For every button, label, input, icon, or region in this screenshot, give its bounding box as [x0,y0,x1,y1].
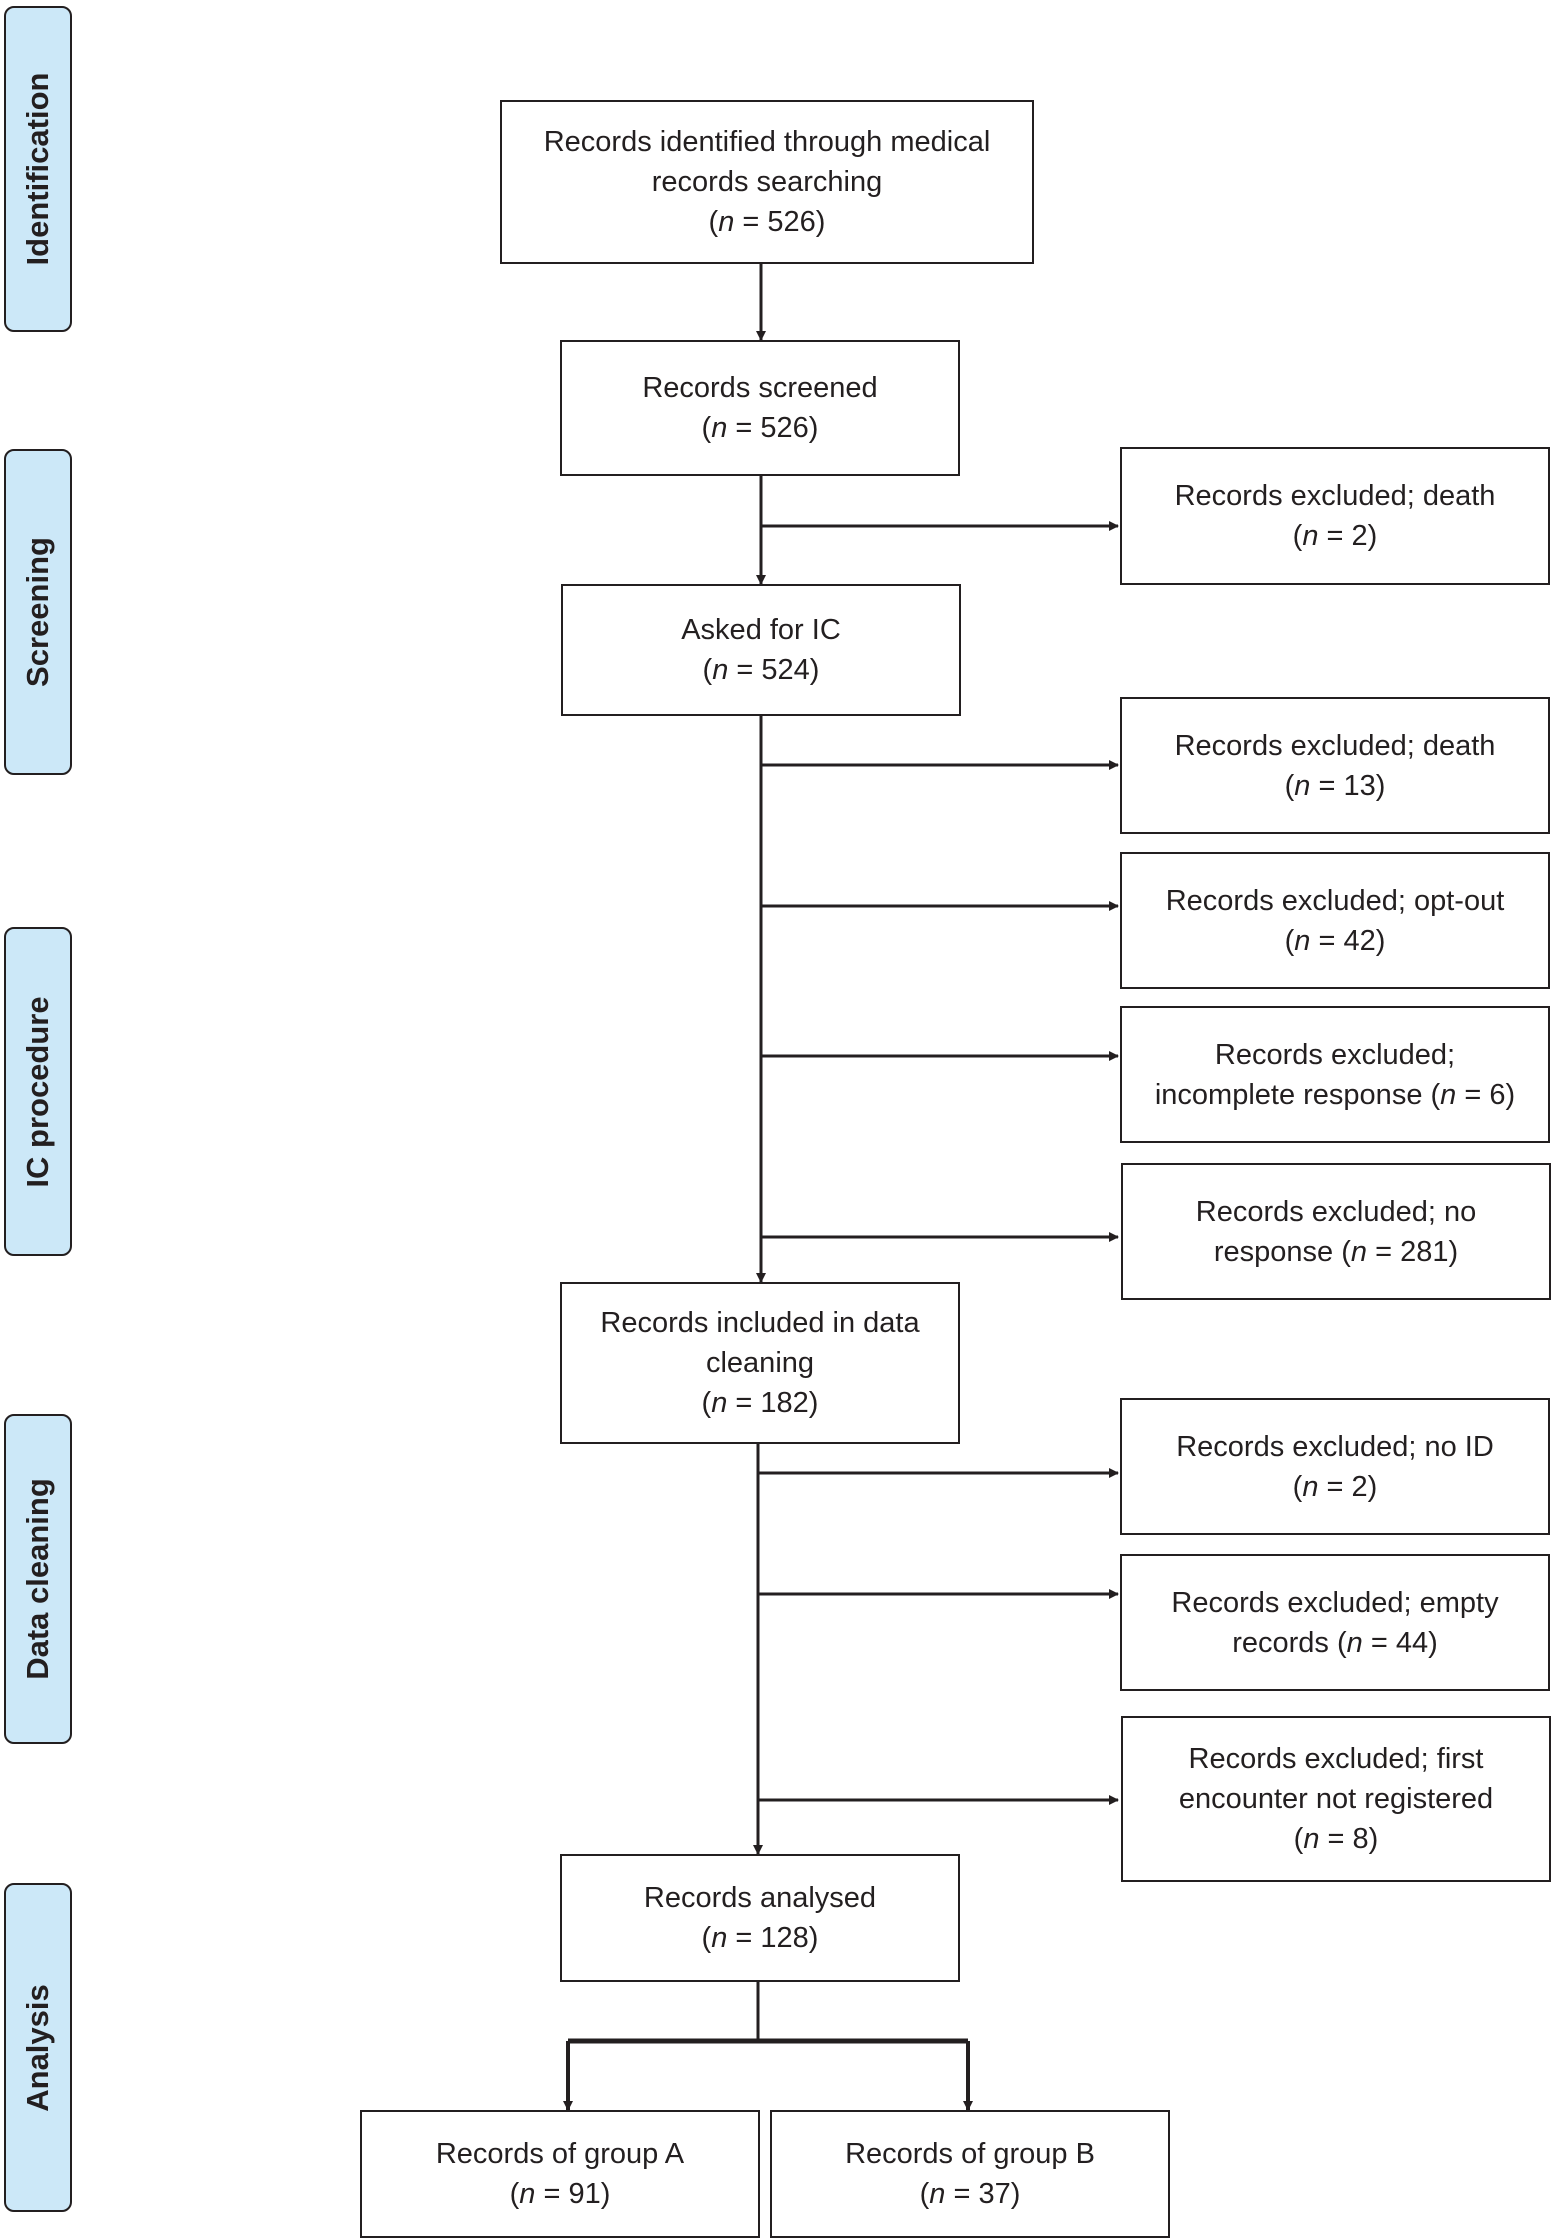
stage-data-cleaning: Data cleaning [4,1414,72,1744]
box-text: cleaning [705,1347,815,1379]
count-label: (n = 182) [701,1387,819,1419]
box-excluded-death-1: Records excluded; death (n = 2) [1120,447,1550,585]
stage-screening: Screening [4,449,72,775]
box-asked-ic: Asked for IC (n = 524) [561,584,961,716]
box-text: Records excluded; no ID [1176,1430,1494,1463]
box-excluded-death-2: Records excluded; death (n = 13) [1120,697,1550,834]
stage-label: Identification [20,72,55,266]
count-label: (n = 42) [1284,924,1386,957]
count-label: (n = 524) [702,654,820,686]
box-text: Records of group A [435,2138,685,2170]
count-label: (n = 37) [919,2178,1021,2210]
stage-label: IC procedure [20,995,55,1188]
count-label: incomplete response (n = 6) [1154,1078,1516,1111]
box-excluded-incomplete: Records excluded; incomplete response (n… [1120,1006,1550,1143]
box-text: Records excluded; death [1174,480,1496,512]
count-label: (n = 128) [701,1922,819,1954]
count-label: (n = 2) [1292,1470,1378,1503]
box-excluded-optout: Records excluded; opt-out (n = 42) [1120,852,1550,989]
box-text: records searching [651,166,883,198]
box-text: Records excluded; opt-out [1165,884,1505,917]
stage-label: Data cleaning [20,1478,55,1680]
box-excluded-noid: Records excluded; no ID (n = 2) [1120,1398,1550,1535]
count-label: (n = 91) [509,2178,611,2210]
count-label: (n = 8) [1293,1823,1379,1855]
stage-analysis: Analysis [4,1883,72,2212]
box-included-cleaning: Records included in data cleaning (n = 1… [560,1282,960,1444]
box-text: Records excluded; death [1174,729,1496,762]
box-text: Records identified through medical [543,126,991,158]
box-excluded-first-encounter: Records excluded; first encounter not re… [1121,1716,1551,1882]
box-records-identified: Records identified through medical recor… [500,100,1034,264]
box-text: Records included in data [600,1307,920,1339]
box-text: Records excluded; no [1195,1195,1477,1228]
box-excluded-empty: Records excluded; empty records (n = 44) [1120,1554,1550,1691]
box-text: Records excluded; empty [1171,1586,1499,1619]
count-label: (n = 526) [701,412,819,444]
count-label: response (n = 281) [1213,1235,1459,1268]
stage-identification: Identification [4,6,72,332]
box-group-b: Records of group B (n = 37) [770,2110,1170,2238]
box-text: Records analysed [643,1882,877,1914]
stage-label: Analysis [20,1983,55,2112]
box-records-screened: Records screened (n = 526) [560,340,960,476]
stage-label: Screening [20,537,55,687]
box-text: Records of group B [845,2138,1095,2170]
count-label: (n = 13) [1284,769,1386,802]
count-label: (n = 526) [708,206,826,238]
count-label: (n = 2) [1292,520,1378,552]
stage-ic-procedure: IC procedure [4,927,72,1256]
count-label: records (n = 44) [1232,1626,1438,1659]
box-records-analysed: Records analysed (n = 128) [560,1854,960,1982]
box-text: encounter not registered [1178,1783,1494,1815]
box-text: Records screened [642,372,878,404]
box-group-a: Records of group A (n = 91) [360,2110,760,2238]
box-text: Records excluded; [1214,1038,1456,1071]
box-text: Asked for IC [681,614,841,646]
box-text: Records excluded; first [1188,1743,1484,1775]
box-excluded-noresponse: Records excluded; no response (n = 281) [1121,1163,1551,1300]
